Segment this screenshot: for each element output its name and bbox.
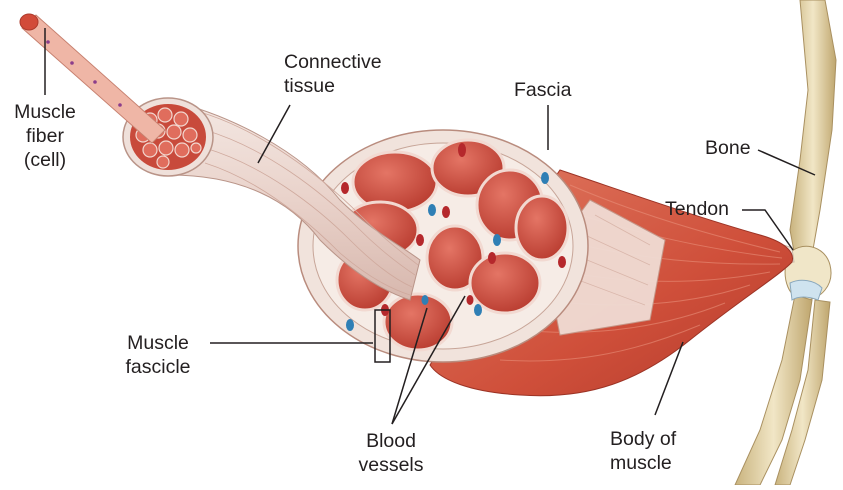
fascia-label: Fascia [514,78,604,102]
blood-vessels-label: Blood vessels [346,429,436,477]
muscle-fascicle-label: Muscle fascicle [108,331,208,379]
bone-label: Bone [705,136,775,160]
tendon-label: Tendon [665,197,755,221]
muscle-fiber-label: Muscle fiber (cell) [4,100,86,172]
body-of-muscle-label: Body of muscle [610,427,720,475]
connective-tissue-label: Connective tissue [284,50,414,98]
